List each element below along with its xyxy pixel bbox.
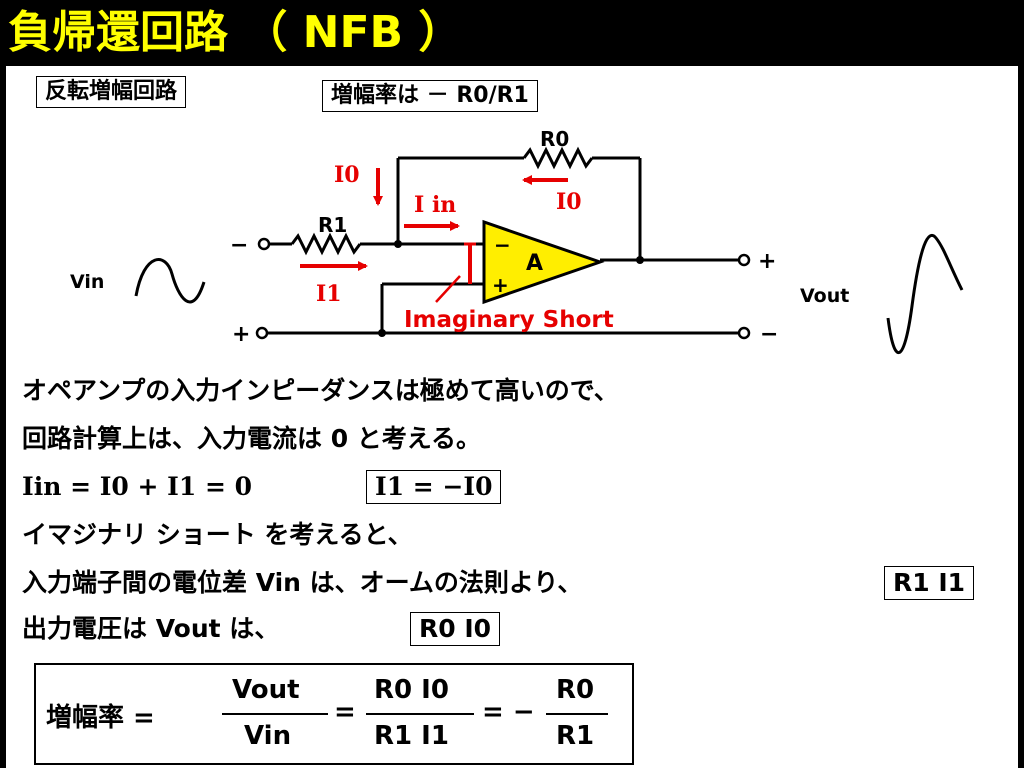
r1-label: R1: [318, 213, 347, 237]
op-amp-triangle: [482, 219, 605, 305]
fraction-bar-1: [222, 713, 328, 715]
circuit-name-tag: 反転増幅回路: [36, 76, 187, 108]
i0-right-label: I0: [556, 189, 582, 215]
imaginary-short-label: Imaginary Short: [404, 307, 614, 333]
formula-equals-1: =: [334, 697, 356, 727]
in-plus-label: +: [232, 322, 250, 347]
current-relation-box: I1 = −I0: [366, 470, 502, 504]
current-equation: Iin = I0 + I1 = 0: [22, 472, 253, 501]
vout-plus-terminal: [737, 253, 751, 267]
page-title: 負帰還回路 （ NFB ）: [8, 7, 463, 58]
frame-right-border: [1018, 66, 1024, 768]
formula-r0-i0: R0 I0: [374, 675, 449, 705]
fraction-bar-2: [366, 713, 474, 715]
r0-resistor: [522, 146, 594, 170]
gain-formula-box: 増幅率 = Vout Vin = R0 I0 R1 I1 = − R0 R1: [34, 663, 634, 765]
r0-label: R0: [540, 127, 569, 151]
title-bar: 負帰還回路 （ NFB ）: [0, 0, 1024, 66]
explanation-line-6: 出力電圧は Vout は、: [22, 614, 280, 643]
out-plus-label: +: [758, 249, 776, 274]
out-minus-label: −: [760, 322, 778, 347]
amp-plus-sign: +: [492, 273, 509, 297]
formula-r1-i1: R1 I1: [374, 721, 449, 751]
vout-sine-wave: [886, 233, 964, 355]
vout-minus-terminal: [737, 326, 751, 340]
vin-minus-terminal: [257, 237, 271, 251]
gain-tag: 増幅率は － R0/R1: [322, 80, 538, 112]
amp-minus-sign: −: [494, 233, 511, 257]
i1-label: I1: [316, 281, 342, 307]
vout-expression-box: R0 I0: [410, 612, 501, 646]
explanation-line-1: オペアンプの入力インピーダンスは極めて高いので、: [22, 376, 619, 405]
fraction-bar-3: [546, 713, 608, 715]
formula-gain-label: 増幅率 =: [46, 703, 155, 733]
vin-expression-box: R1 I1: [884, 566, 975, 600]
vout-label: Vout: [800, 285, 849, 307]
vin-plus-terminal: [255, 326, 269, 340]
formula-r0: R0: [556, 675, 595, 705]
junction-dots: [378, 240, 644, 337]
current-arrows: [300, 168, 568, 271]
formula-vout: Vout: [232, 675, 300, 705]
formula-r1: R1: [556, 721, 595, 751]
in-minus-label: −: [230, 233, 248, 258]
vin-sine-wave: [134, 258, 206, 304]
iin-label: I in: [414, 192, 456, 218]
explanation-line-4: イマジナリ ショート を考えると、: [22, 520, 413, 549]
explanation-line-5: 入力端子間の電位差 Vin は、オームの法則より、: [22, 568, 583, 597]
i0-left-label: I0: [334, 162, 360, 188]
r1-resistor: [290, 232, 362, 256]
amp-label: A: [526, 251, 543, 276]
explanation-line-2: 回路計算上は、入力電流は 0 と考える。: [22, 424, 482, 453]
formula-equals-minus: = −: [482, 697, 535, 727]
formula-vin: Vin: [244, 721, 292, 751]
terminals: [255, 237, 751, 340]
vin-label: Vin: [70, 271, 104, 293]
imaginary-short-mark: [435, 242, 476, 303]
frame-left-border: [0, 66, 6, 768]
